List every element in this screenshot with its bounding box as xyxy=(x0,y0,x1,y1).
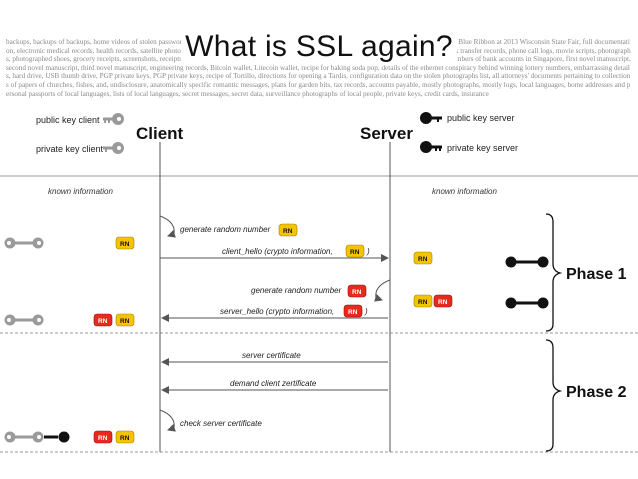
badge-rn-c-hello: RN xyxy=(345,244,365,258)
badge-rn-c-client-known-2: RN xyxy=(115,313,135,327)
client-keys-row-1 xyxy=(4,237,44,249)
message-server-hello: server_hello (crypto information, xyxy=(220,307,334,316)
badge-rn-c-client-known-1: RN xyxy=(115,236,135,250)
message-server-hello-close: ) xyxy=(364,307,368,316)
message-client-hello: client_hello (crypto information, xyxy=(222,247,333,256)
svg-text:RN: RN xyxy=(98,435,108,442)
phase2-label: Phase 2 xyxy=(566,384,627,401)
message-demand-client-certificate: demand client zertificate xyxy=(230,379,317,388)
key-icon-public-client xyxy=(103,113,124,125)
badge-rn-s-client-known-2: RN xyxy=(93,313,113,327)
self-loop-generate-client xyxy=(159,215,176,238)
message-client-hello-close: ) xyxy=(366,247,370,256)
slide-title-text: What is SSL again? xyxy=(181,30,457,63)
message-generate-random-number-server: generate random number xyxy=(251,286,342,295)
svg-text:RN: RN xyxy=(120,318,130,325)
badge-rn-s-hello: RN xyxy=(343,304,363,318)
svg-text:RN: RN xyxy=(418,256,428,263)
svg-text:RN: RN xyxy=(120,435,130,442)
svg-text:RN: RN xyxy=(350,249,360,256)
svg-text:RN: RN xyxy=(98,318,108,325)
self-loop-check-certificate xyxy=(159,409,176,432)
key-icon-private-client xyxy=(103,142,124,154)
legend-private-key-server: private key server xyxy=(447,143,518,153)
svg-text:RN: RN xyxy=(348,309,358,316)
slide-title: What is SSL again? xyxy=(0,30,638,64)
key-icon-private-server xyxy=(420,141,442,153)
client-keys-row-3 xyxy=(4,431,70,443)
key-icon-public-server xyxy=(420,112,442,124)
self-loop-generate-server xyxy=(374,279,391,302)
client-keys-row-2 xyxy=(4,314,44,326)
badge-rn-c-client-known-3: RN xyxy=(115,430,135,444)
server-keys-row-2 xyxy=(505,297,549,309)
badge-rn-s-server-known-2: RN xyxy=(433,294,453,308)
svg-text:RN: RN xyxy=(283,228,293,235)
svg-text:RN: RN xyxy=(352,289,362,296)
server-keys-row-1 xyxy=(505,256,549,268)
known-information-server: known information xyxy=(432,187,497,196)
brace-phase1 xyxy=(545,213,563,332)
badge-rn-c-loop: RN xyxy=(278,223,298,237)
phase1-label: Phase 1 xyxy=(566,266,627,283)
badge-rn-c-server-known-2: RN xyxy=(413,294,433,308)
svg-text:RN: RN xyxy=(438,299,448,306)
message-generate-random-number-client: generate random number xyxy=(180,225,271,234)
message-server-certificate: server certificate xyxy=(242,351,301,360)
message-check-server-certificate: check server certificate xyxy=(180,419,262,428)
brace-phase2 xyxy=(545,339,563,452)
legend-public-key-client: public key client xyxy=(36,115,100,125)
server-heading: Server xyxy=(360,124,413,143)
legend-private-key-client: private key client xyxy=(36,144,104,154)
known-information-client: known information xyxy=(48,187,113,196)
badge-rn-s-loop: RN xyxy=(347,284,367,298)
legend-public-key-server: public key server xyxy=(447,113,515,123)
svg-text:RN: RN xyxy=(120,241,130,248)
badge-rn-s-client-known-3: RN xyxy=(93,430,113,444)
badge-rn-c-server-known-1: RN xyxy=(413,251,433,265)
client-heading: Client xyxy=(136,124,184,143)
svg-text:RN: RN xyxy=(418,299,428,306)
